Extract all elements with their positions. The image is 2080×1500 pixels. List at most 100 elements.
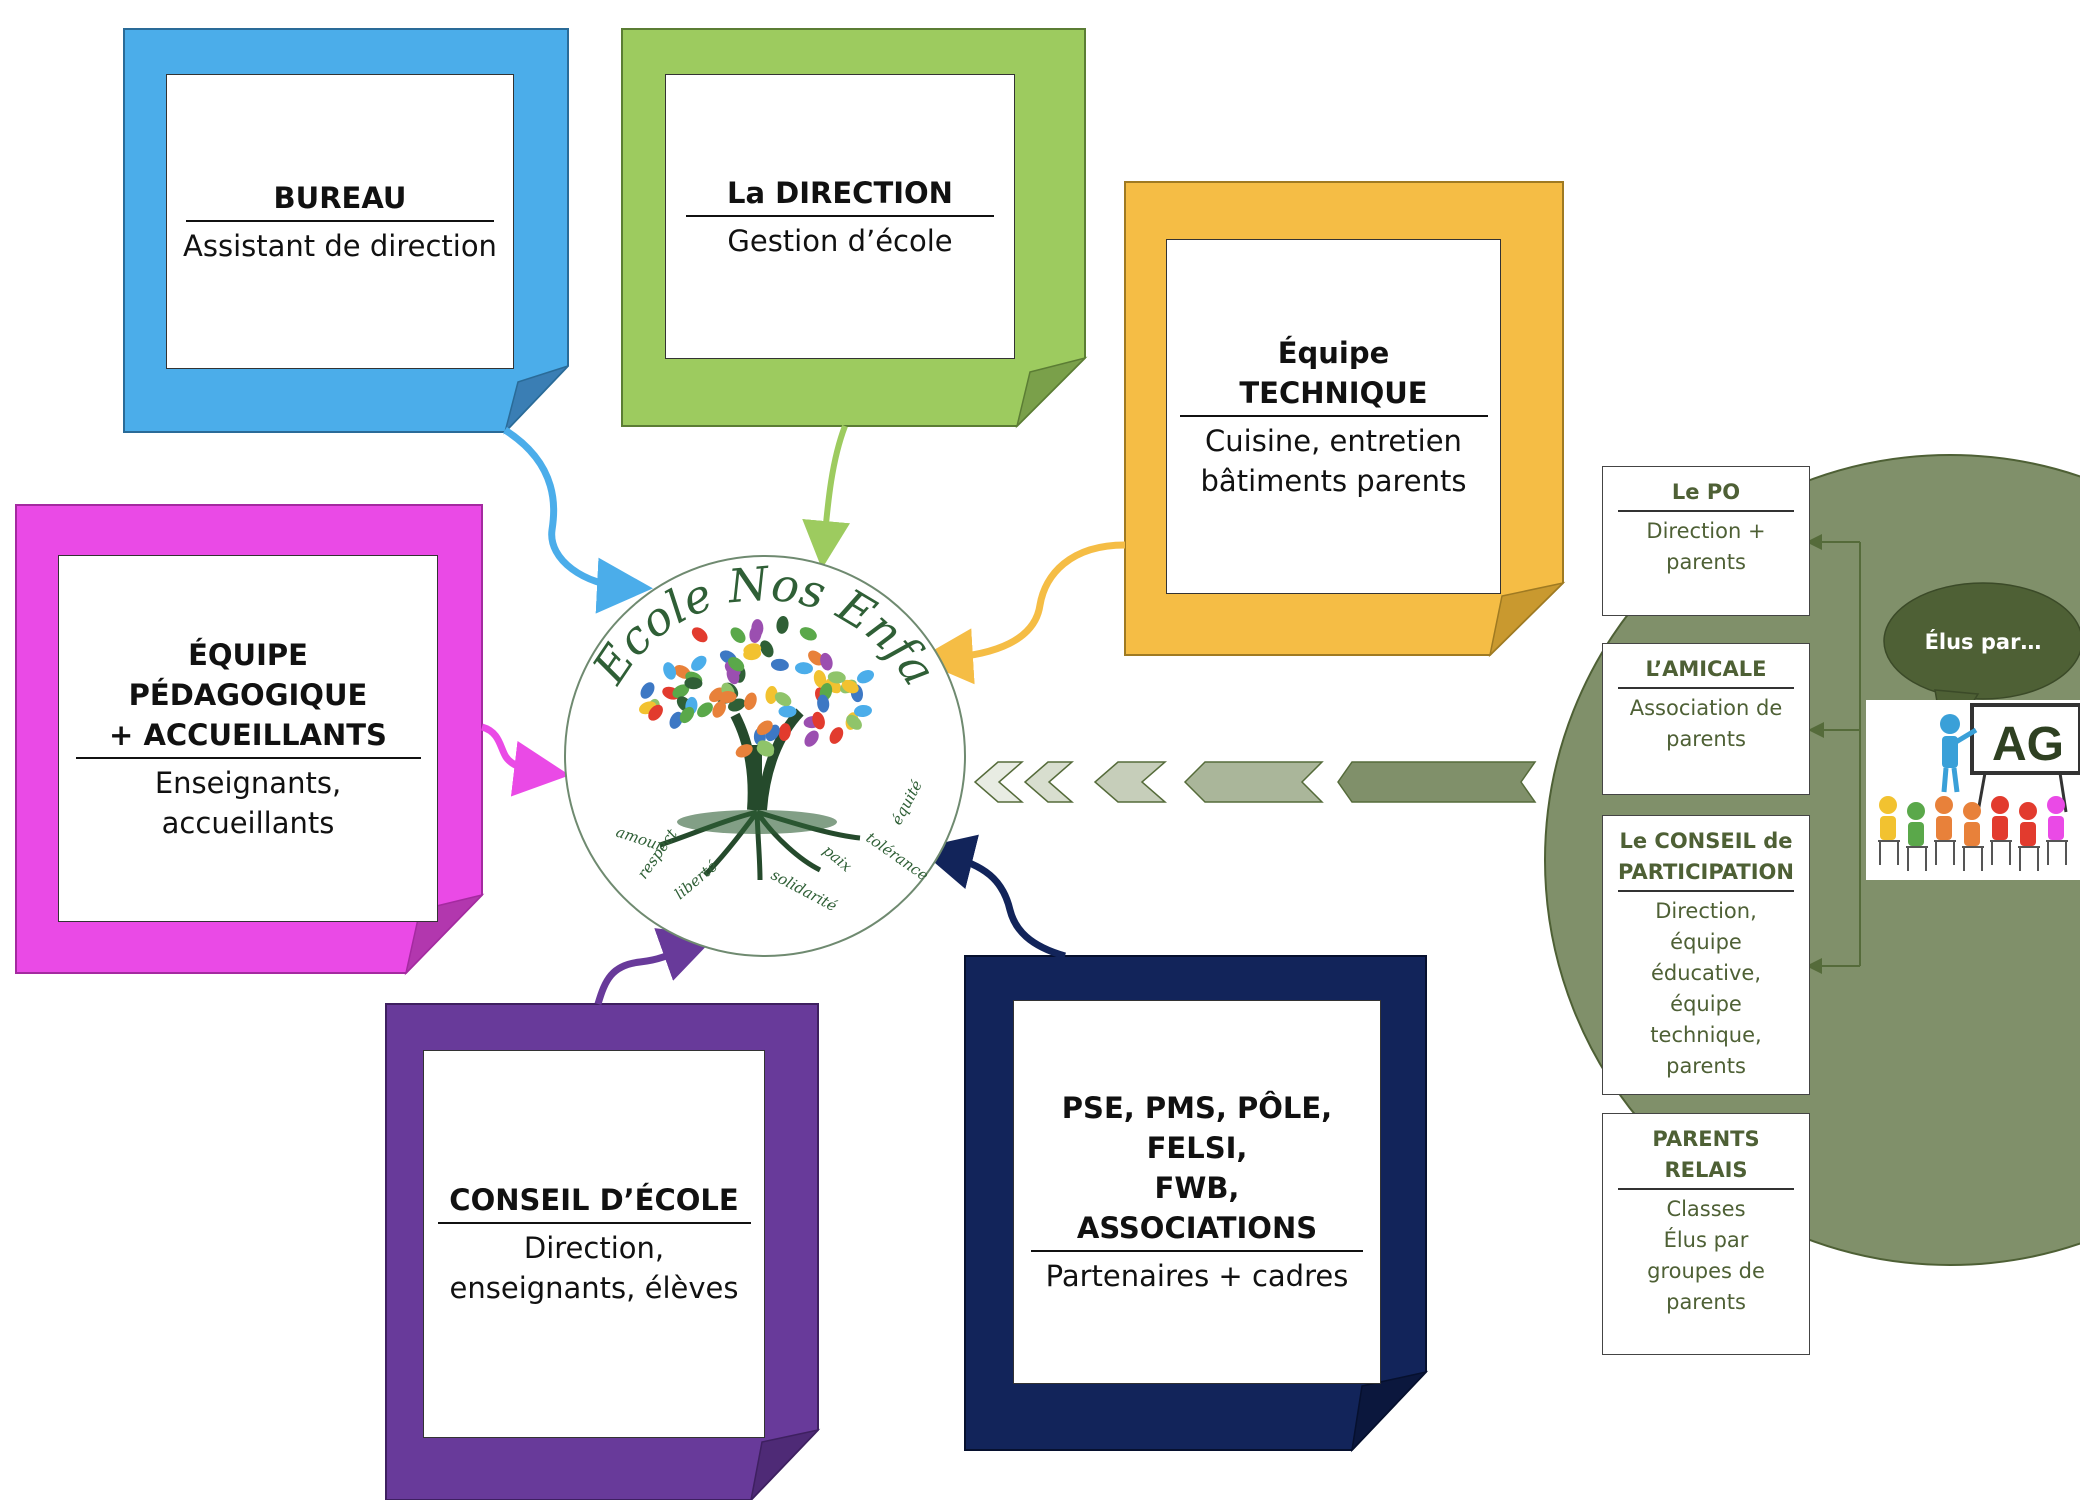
audience-chair xyxy=(1934,840,1956,865)
chevron-4 xyxy=(1183,761,1324,803)
note-technique-title: Équipe TECHNIQUE xyxy=(1179,333,1488,417)
note-conseil-ecole-subtitle-1: Direction, xyxy=(523,1231,665,1265)
tree-leaf xyxy=(751,619,764,638)
box-parents-relais-title-2: RELAIS xyxy=(1664,1158,1748,1182)
audience-body xyxy=(2048,816,2064,840)
box-le-po-line-2: parents xyxy=(1666,550,1746,574)
box-conseil-participation-line-4: équipe xyxy=(1670,992,1742,1016)
box-parents-relais-title-block: PARENTS RELAIS xyxy=(1618,1124,1794,1190)
note-pedagogique-subtitle-1: Enseignants, xyxy=(154,765,342,800)
tree-leaf xyxy=(743,643,762,656)
note-technique-subtitle-1: Cuisine, entretien xyxy=(1205,423,1462,458)
ag-assembly-illustration: AG xyxy=(1866,700,2080,880)
box-parents-relais: PARENTS RELAIS Classes Élus par groupes … xyxy=(1602,1113,1810,1355)
box-conseil-participation-line-5: technique, xyxy=(1650,1023,1762,1047)
box-conseil-participation: Le CONSEIL de PARTICIPATION Direction, é… xyxy=(1602,815,1810,1095)
box-amicale-line-1: Association de xyxy=(1629,696,1783,720)
note-bureau-title: BUREAU xyxy=(186,178,494,222)
box-conseil-participation-line-1: Direction, xyxy=(1655,899,1757,923)
note-partenaires-subtitle: Partenaires + cadres xyxy=(1045,1259,1349,1293)
chevron-1 xyxy=(973,761,1025,803)
chevron-2 xyxy=(1023,761,1075,803)
box-parents-relais-line-3: groupes de xyxy=(1647,1259,1765,1283)
tree-leaf xyxy=(744,692,757,711)
chevron-3 xyxy=(1093,761,1168,803)
audience-head xyxy=(1963,802,1981,820)
box-amicale-title: L’AMICALE xyxy=(1618,654,1794,689)
tree-leaf xyxy=(735,744,753,758)
note-pedagogique-title-1: ÉQUIPE PÉDAGOGIQUE xyxy=(128,637,368,712)
tree-leaf xyxy=(691,655,707,671)
note-conseil-ecole-title: CONSEIL D’ÉCOLE xyxy=(437,1180,751,1224)
box-amicale: L’AMICALE Association de parents xyxy=(1602,643,1810,795)
tree-leaf xyxy=(712,700,726,718)
box-parents-relais-title-1: PARENTS xyxy=(1652,1127,1760,1151)
tree-leaf xyxy=(684,677,703,690)
note-partenaires-title-1: PSE, PMS, PÔLE, FELSI, xyxy=(1061,1091,1333,1165)
tree-leaf xyxy=(726,666,740,685)
chevron-5 xyxy=(1337,761,1537,803)
box-conseil-participation-title-block: Le CONSEIL de PARTICIPATION xyxy=(1618,826,1794,892)
audience-chair xyxy=(2018,846,2040,871)
note-pedagogique-title-2: + ACCUEILLANTS xyxy=(109,717,387,752)
note-direction-title: La DIRECTION xyxy=(686,173,994,217)
note-technique: Équipe TECHNIQUE Cuisine, entretien bâti… xyxy=(1166,239,1501,594)
box-conseil-participation-title-1: Le CONSEIL de xyxy=(1619,829,1793,853)
note-pedagogique-title-block: ÉQUIPE PÉDAGOGIQUE + ACCUEILLANTS xyxy=(75,635,421,759)
arrow-bureau xyxy=(503,427,653,614)
audience-head xyxy=(1935,796,1953,814)
tree-leaf xyxy=(808,650,824,666)
tree-leaf xyxy=(669,711,683,729)
tree-leaf xyxy=(827,671,846,684)
box-parents-relais-line-1: Classes xyxy=(1666,1197,1746,1221)
audience-body xyxy=(1908,822,1924,846)
tree-leaf xyxy=(812,711,825,730)
tree-leaf xyxy=(756,720,773,736)
tree-leaf xyxy=(648,704,663,721)
note-direction-subtitle: Gestion d’école xyxy=(727,223,953,258)
ag-board-label: AG xyxy=(1992,718,2064,771)
audience-head xyxy=(2047,796,2065,814)
audience-chair xyxy=(1990,840,2012,865)
box-conseil-participation-line-3: éducative, xyxy=(1650,961,1762,985)
audience-chair xyxy=(1962,846,1984,871)
tree-leaf xyxy=(760,640,774,658)
tree-leaf xyxy=(804,730,819,747)
tree-leaf xyxy=(774,692,792,707)
tree-leaf xyxy=(718,690,737,704)
arrow-conseil-ecole xyxy=(594,928,717,1005)
box-le-po-line-1: Direction + xyxy=(1646,519,1766,543)
tree-leaf xyxy=(841,679,859,694)
tree-leaf xyxy=(728,657,745,672)
tree-leaf xyxy=(795,662,813,675)
tree-leaf xyxy=(778,705,797,718)
audience-chair xyxy=(2046,840,2068,865)
tree-leaf xyxy=(663,662,677,680)
audience-chair xyxy=(1906,846,1928,871)
tree-leaf xyxy=(856,670,875,684)
note-pedagogique-subtitle-2: accueillants xyxy=(161,805,335,840)
box-conseil-participation-title-2: PARTICIPATION xyxy=(1618,860,1794,884)
tree-leaf xyxy=(756,743,774,757)
note-bureau-subtitle: Assistant de direction xyxy=(183,228,497,263)
audience-head xyxy=(1991,796,2009,814)
note-direction: La DIRECTION Gestion d’école xyxy=(665,74,1015,359)
tree-leaf xyxy=(697,702,713,718)
box-conseil-participation-line-2: équipe xyxy=(1670,930,1742,954)
audience-head xyxy=(1879,796,1897,814)
ag-connectors xyxy=(1806,534,1861,974)
tree-leaf xyxy=(813,670,827,688)
arrow-pedagogique xyxy=(480,723,570,797)
audience-head xyxy=(1907,802,1925,820)
audience-body xyxy=(1992,816,2008,840)
box-parents-relais-line-4: parents xyxy=(1666,1290,1746,1314)
tree-leaf xyxy=(829,727,844,744)
tree-leaf xyxy=(770,658,789,671)
arrow-direction xyxy=(802,424,851,569)
box-amicale-line-2: parents xyxy=(1666,727,1746,751)
note-partenaires: PSE, PMS, PÔLE, FELSI, FWB, ASSOCIATIONS… xyxy=(1013,1000,1381,1384)
audience-head xyxy=(2019,802,2037,820)
tree-leaf xyxy=(846,714,862,730)
note-conseil-ecole: CONSEIL D’ÉCOLE Direction, enseignants, … xyxy=(423,1050,765,1438)
audience-body xyxy=(1964,822,1980,846)
